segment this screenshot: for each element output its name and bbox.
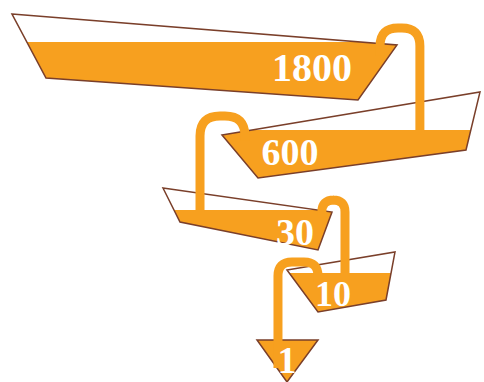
tank: 1800 <box>12 14 397 100</box>
water-fill <box>287 273 395 312</box>
volume-number: 1 <box>278 341 297 379</box>
volume-number: 10 <box>315 276 351 312</box>
water-fill <box>12 42 397 100</box>
tank-outline <box>222 92 480 178</box>
water-fill <box>163 210 332 250</box>
tank: 10 <box>287 252 395 312</box>
volume-number: 1800 <box>272 48 352 88</box>
tank: 600 <box>222 92 480 178</box>
water-fill <box>257 340 318 382</box>
water-fill <box>222 130 480 178</box>
volume-number: 30 <box>276 213 314 251</box>
volume-number: 600 <box>262 133 319 171</box>
tank: 1 <box>257 340 318 382</box>
tank: 30 <box>163 188 332 250</box>
